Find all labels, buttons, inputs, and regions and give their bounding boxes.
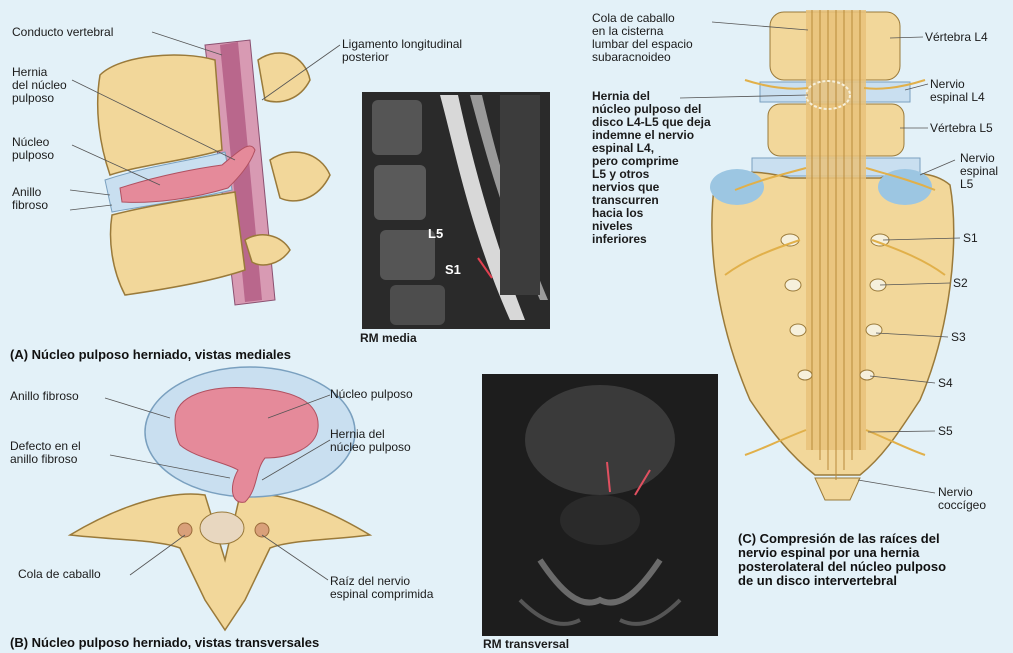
label-s1: S1 (963, 232, 978, 245)
label-hernia-nucleo: Hernia del núcleo pulposo (12, 66, 67, 105)
mri-label-l5: L5 (428, 226, 443, 241)
mri-label-s1: S1 (445, 262, 461, 277)
label-nervio-coccigeo: Nervio coccígeo (938, 486, 986, 512)
mri-transverse (482, 374, 718, 636)
label-anillo-fibroso: Anillo fibroso (12, 186, 48, 212)
label-nucleo-pulposo: Núcleo pulposo (12, 136, 54, 162)
label-vertebra-l4: Vértebra L4 (925, 31, 988, 44)
label-cola-caballo-b: Cola de caballo (18, 568, 101, 581)
label-nervio-l5: Nervio espinal L5 (960, 152, 998, 191)
label-defecto-anillo: Defecto en el anillo fibroso (10, 440, 81, 466)
label-ligamento-longitudinal: Ligamento longitudinal posterior (342, 38, 462, 64)
label-conducto-vertebral: Conducto vertebral (12, 26, 113, 39)
caption-panel-a: (A) Núcleo pulposo herniado, vistas medi… (10, 348, 291, 362)
label-s4: S4 (938, 377, 953, 390)
label-s5: S5 (938, 425, 953, 438)
caption-panel-c: (C) Compresión de las raíces del nervio … (738, 532, 946, 588)
label-s2: S2 (953, 277, 968, 290)
transverse-vertebra-drawing (70, 367, 370, 630)
label-nervio-l4: Nervio espinal L4 (930, 78, 985, 104)
label-cola-cisterna: Cola de caballo en la cisterna lumbar de… (592, 12, 693, 64)
label-anillo-fibroso-b: Anillo fibroso (10, 390, 79, 403)
label-rm-transversal: RM transversal (483, 638, 569, 651)
label-vertebra-l5: Vértebra L5 (930, 122, 993, 135)
label-raiz-nervio: Raíz del nervio espinal comprimida (330, 575, 433, 601)
caption-panel-b: (B) Núcleo pulposo herniado, vistas tran… (10, 636, 319, 650)
label-s3: S3 (951, 331, 966, 344)
posterior-spine-drawing (710, 10, 954, 500)
label-hernia-disco: Hernia del núcleo pulposo del disco L4-L… (592, 90, 711, 246)
label-nucleo-pulposo-b: Núcleo pulposo (330, 388, 413, 401)
mri-sagittal (362, 92, 550, 329)
label-rm-media: RM media (360, 332, 417, 345)
label-hernia-b: Hernia del núcleo pulposo (330, 428, 411, 454)
